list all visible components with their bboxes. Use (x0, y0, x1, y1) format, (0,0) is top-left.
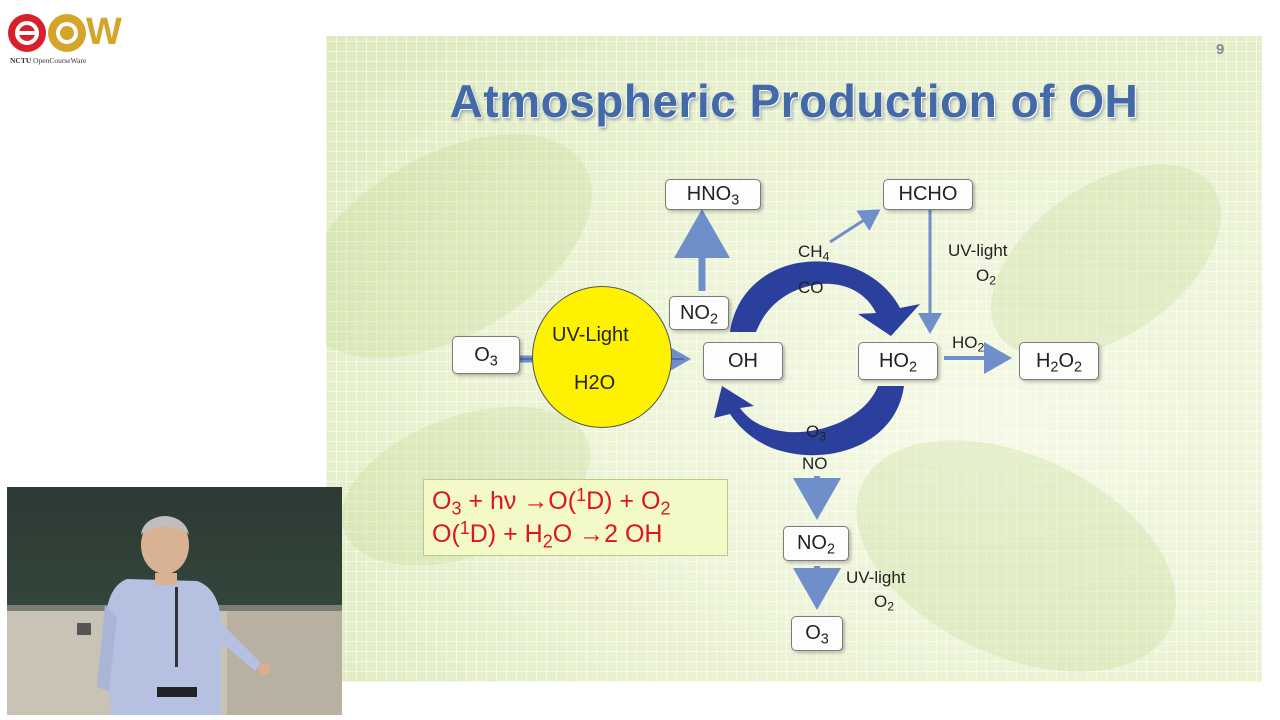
hcho-box: HCHO (883, 179, 973, 210)
logo-gold-emblem (48, 14, 86, 52)
logo-w-letter: W (86, 11, 122, 53)
o2-right-label: O2 (976, 266, 997, 288)
uv-light-sun (532, 286, 672, 428)
h2o-circle-label: H2O (574, 372, 616, 394)
logo-red-emblem (8, 14, 46, 52)
presenter-video (7, 487, 342, 715)
no2-lower-box: NO2 (783, 526, 849, 561)
no-label: NO (802, 454, 828, 473)
o3-left-box: O3 (452, 336, 520, 374)
uv-light-circle-label: UV-Light (552, 324, 629, 346)
nctu-ocw-logo: W NCTU OpenCourseWare (8, 12, 122, 70)
slide-title: Atmospheric Production of OH (449, 75, 1139, 127)
o3-bottom-box: O3 (791, 616, 843, 651)
slide: 9 Atmospheric Production of OH UV-Light … (326, 36, 1262, 682)
equation-1: O3 + hν →O(1D) + O2 (432, 484, 671, 519)
o3-cycle-label: O3 (806, 422, 827, 444)
hno3-box: HNO3 (665, 179, 761, 210)
lecturer-image (7, 487, 342, 715)
page-number: 9 (1216, 41, 1225, 58)
ch4-label: CH4 (798, 242, 830, 264)
equation-box: O3 + hν →O(1D) + O2 O(1D) + H2O →2 OH (423, 479, 728, 556)
co-label: CO (798, 278, 824, 297)
no2-upper-box: NO2 (669, 296, 729, 330)
cycle-arrow-bottom (714, 386, 904, 456)
uv-light-right-label: UV-light (948, 241, 1008, 260)
h2o2-box: H2O2 (1019, 342, 1099, 380)
ch4-to-hcho-arrow (829, 209, 881, 244)
ho2-box: HO2 (858, 342, 938, 380)
logo-caption: NCTU OpenCourseWare (10, 56, 87, 65)
equation-2: O(1D) + H2O →2 OH (432, 517, 663, 552)
cycle-arrow-top (730, 261, 920, 336)
uv-light-bottom-label: UV-light (846, 568, 906, 587)
oh-box: OH (703, 342, 783, 380)
ho2-arrow-label: HO2 (952, 333, 985, 355)
o2-bottom-label: O2 (874, 592, 895, 614)
